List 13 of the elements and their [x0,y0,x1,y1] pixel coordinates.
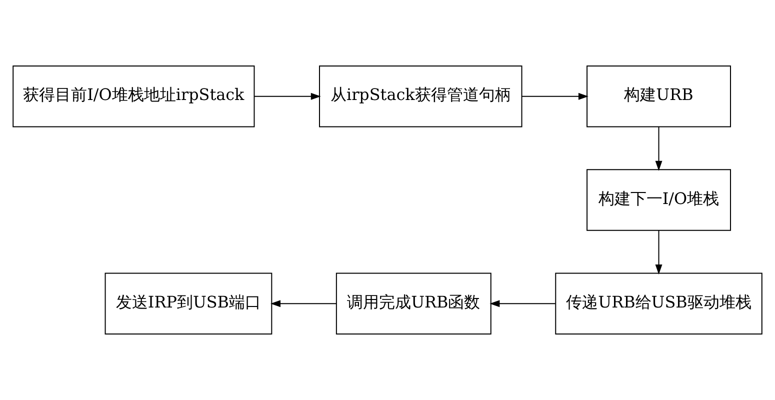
node-box: 调用完成URB函数 [336,272,492,335]
node-box: 传递URB给USB驱动堆栈 [555,272,762,335]
arrow [522,92,588,100]
node-box: 构建URB [586,65,731,128]
arrow [254,92,321,100]
node-box: 从irpStack获得管道句柄 [319,65,522,128]
node-box: 发送IRP到USB端口 [104,272,272,335]
node-box: 构建下一I/O堆栈 [586,169,731,231]
arrow [270,300,337,308]
arrow [655,126,662,171]
arrow [655,230,662,274]
node-box: 获得目前I/O堆栈地址irpStack [12,65,255,128]
arrow [490,300,556,308]
